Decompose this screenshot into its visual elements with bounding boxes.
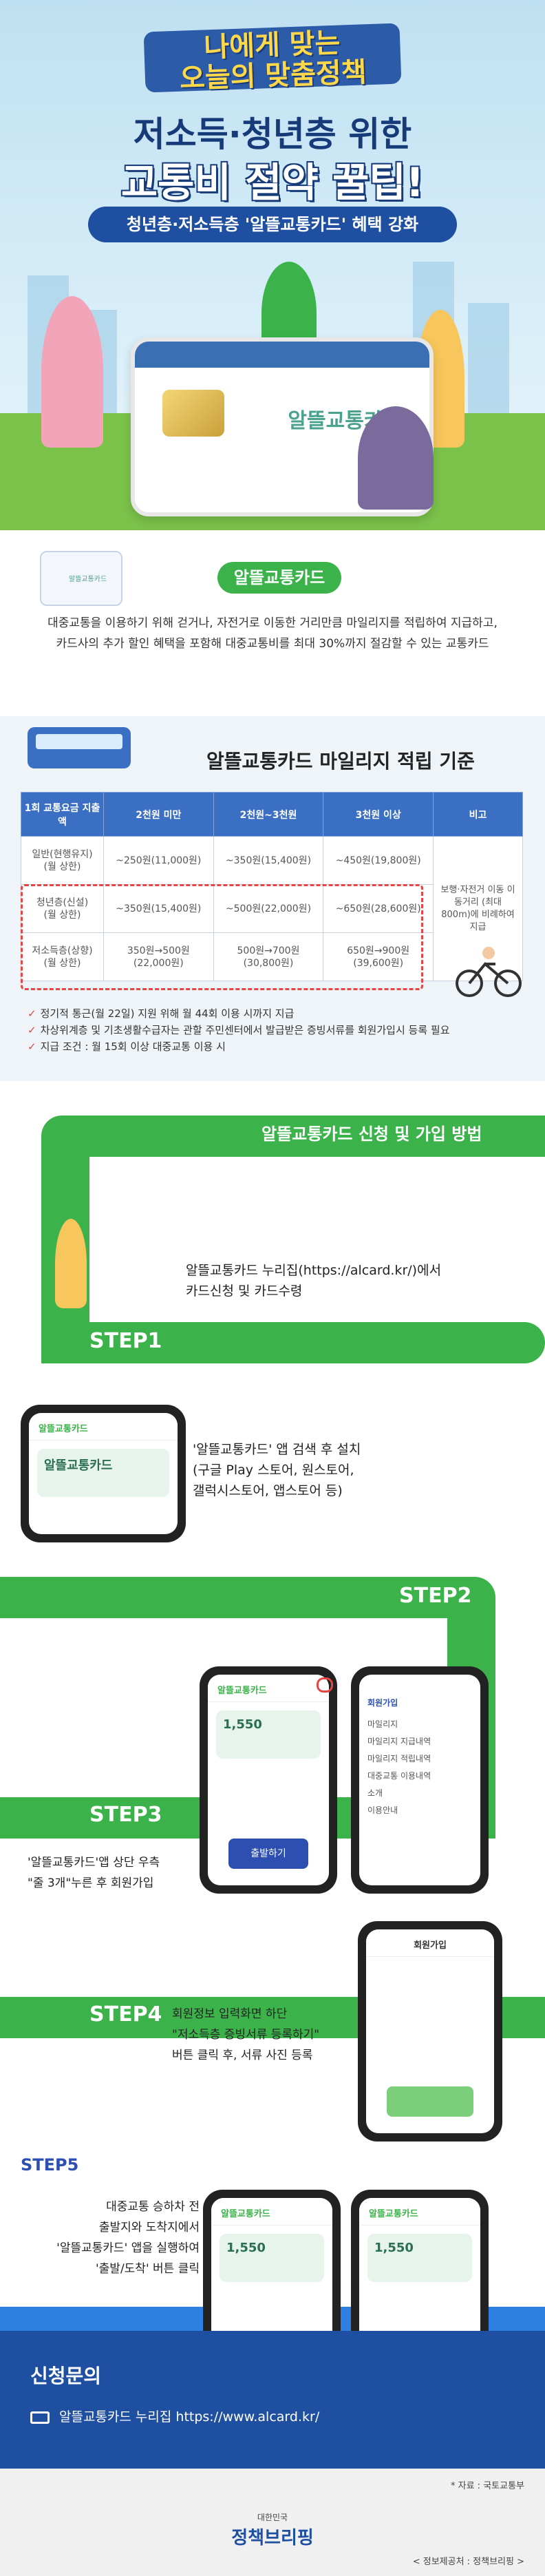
note-item: ✓차상위계층 및 기초생활수급자는 관할 주민센터에서 발급받은 증빙서류를 회… [28,1024,450,1036]
footer: * 자료 : 국토교통부 대한민국 정책브리핑 < 정보제공처 : 정책브리핑 … [0,2469,545,2576]
hero-title-line1: 저소득·청년층 위한 [133,114,412,154]
step3-label: STEP3 [89,1803,162,1827]
step4-text: 회원정보 입력화면 하단 "저소득층 증빙서류 등록하기" 버튼 클릭 후, 서… [172,2007,320,2062]
walking-person-figure [55,1219,87,1308]
intro-section: 알뜰교통카드 알뜰교통카드 대중교통을 이용하기 위해 걷거나, 자전거로 이동… [0,530,545,716]
inquiry-link[interactable]: 알뜰교통카드 누리집 https://www.alcard.kr/ [59,2409,320,2425]
inquiry-section: 신청문의 알뜰교통카드 누리집 https://www.alcard.kr/ [0,2331,545,2469]
check-icon: ✓ [28,1007,36,1020]
table-row: 저소득층(상향) (월 상한) 350원→500원 (22,000원) 500원… [21,932,523,981]
note-item: ✓지급 조건 : 월 15회 이상 대중교통 이용 시 [28,1040,226,1053]
step1-label: STEP1 [89,1329,162,1353]
app-listing: 알뜰교통카드 [37,1449,169,1497]
table-title: 알뜰교통카드 마일리지 적립 기준 [206,750,475,773]
provider-note: < 정보제공처 : 정책브리핑 > [412,2557,524,2567]
phone-home-screen: 알뜰교통카드 1,550 출발하기 [200,1666,337,1894]
note-item: ✓정기적 통근(월 22일) 지원 위해 월 44회 이용 시까지 지급 [28,1007,295,1020]
steps-header: 알뜰교통카드 신청 및 가입 방법 [261,1124,482,1144]
table-notes: ✓정기적 통근(월 22일) 지원 위해 월 44회 이용 시까지 지급 ✓차상… [28,1005,454,1055]
phone-store-screen: 알뜰교통카드 알뜰교통카드 [21,1405,186,1542]
phone-arrive-screen: 알뜰교통카드 1,550 도착 [351,2190,489,2331]
phone-menu-screen: 회원가입 마일리지 마일리지 지급내역 마일리지 적립내역 대중교통 이용내역 … [351,1666,489,1894]
phone-signup-screen: 회원가입 [358,1921,502,2142]
intro-description: 대중교통을 이용하기 위해 걷거나, 자전거로 이동한 거리만큼 마일리지를 적… [47,616,498,651]
step5-text: 대중교통 승하차 전 출발지와 도착지에서 '알뜰교통카드' 앱을 실행하여 '… [56,2200,200,2276]
start-button[interactable]: 출발하기 [228,1839,308,1869]
korea-policy-logo: 정책브리핑 [231,2528,314,2548]
hero-subtitle-pill: 청년층·저소득층 '알뜰교통카드' 혜택 강화 [88,207,457,242]
phone-depart-screen: 알뜰교통카드 1,550 출발하기 [203,2190,341,2331]
bus-icon [28,727,131,768]
table-header: 2천원 미만 [103,792,214,837]
mileage-table-section: 알뜰교통카드 마일리지 적립 기준 1회 교통요금 지출액 2천원 미만 2천원… [0,716,545,1081]
source-note: * 자료 : 국토교통부 [451,2481,524,2491]
table-header: 3천원 이상 [323,792,434,837]
table-header: 비고 [433,792,523,837]
store-search-bar: 알뜰교통카드 [29,1413,178,1441]
menu-signup[interactable]: 회원가입 [367,1698,398,1708]
card-in-hand-icon: 알뜰교통카드 [40,551,122,606]
steps-section: 알뜰교통카드 신청 및 가입 방법 STEP1 알뜰교통카드 누리집(https… [0,1081,545,2331]
menu-highlight-ring [317,1677,333,1693]
table-row: 일반(현행유지) (월 상한) ~250원(11,000원) ~350원(15,… [21,836,523,981]
upload-proof-button[interactable] [387,2086,473,2117]
elderly-man-figure [358,406,434,510]
step2-label: STEP2 [399,1584,472,1608]
policy-badge: 나에게 맞는 오늘의 맞춤정책 [143,23,402,95]
card-chip-icon [162,390,224,437]
inquiry-link-row: 알뜰교통카드 누리집 https://www.alcard.kr/ [30,2407,319,2425]
mileage-table: 1회 교통요금 지출액 2천원 미만 2천원~3천원 3천원 이상 비고 일반(… [21,792,523,981]
woman-figure [41,296,103,448]
step1-text: 알뜰교통카드 누리집(https://alcard.kr/)에서 카드신청 및 … [186,1263,442,1299]
bicycle-icon [456,947,522,997]
hero-banner: 나에게 맞는 오늘의 맞춤정책 저소득·청년층 위한 교통비 절약 꿀팁! 청년… [0,0,545,530]
step2-text: '알뜰교통카드' 앱 검색 후 설치 (구글 Play 스토어, 원스토어, 갤… [193,1442,361,1498]
check-icon: ✓ [28,1040,36,1053]
highlight-dashed-box [21,884,423,990]
step5-label: STEP5 [21,2155,79,2175]
step3-text: '알뜰교통카드'앱 상단 우측 "줄 3개"누른 후 회원가입 [28,1856,160,1890]
check-icon: ✓ [28,1024,36,1036]
table-header: 2천원~3천원 [213,792,324,837]
step4-label: STEP4 [89,2002,162,2027]
intro-title-pill: 알뜰교통카드 [217,562,341,594]
table-header: 1회 교통요금 지출액 [21,792,104,837]
laptop-icon [30,2411,50,2424]
footer-small-text: 대한민국 [257,2513,288,2522]
hero-title-line2: 교통비 절약 꿀팁! [120,159,425,206]
inquiry-title: 신청문의 [30,2365,102,2387]
